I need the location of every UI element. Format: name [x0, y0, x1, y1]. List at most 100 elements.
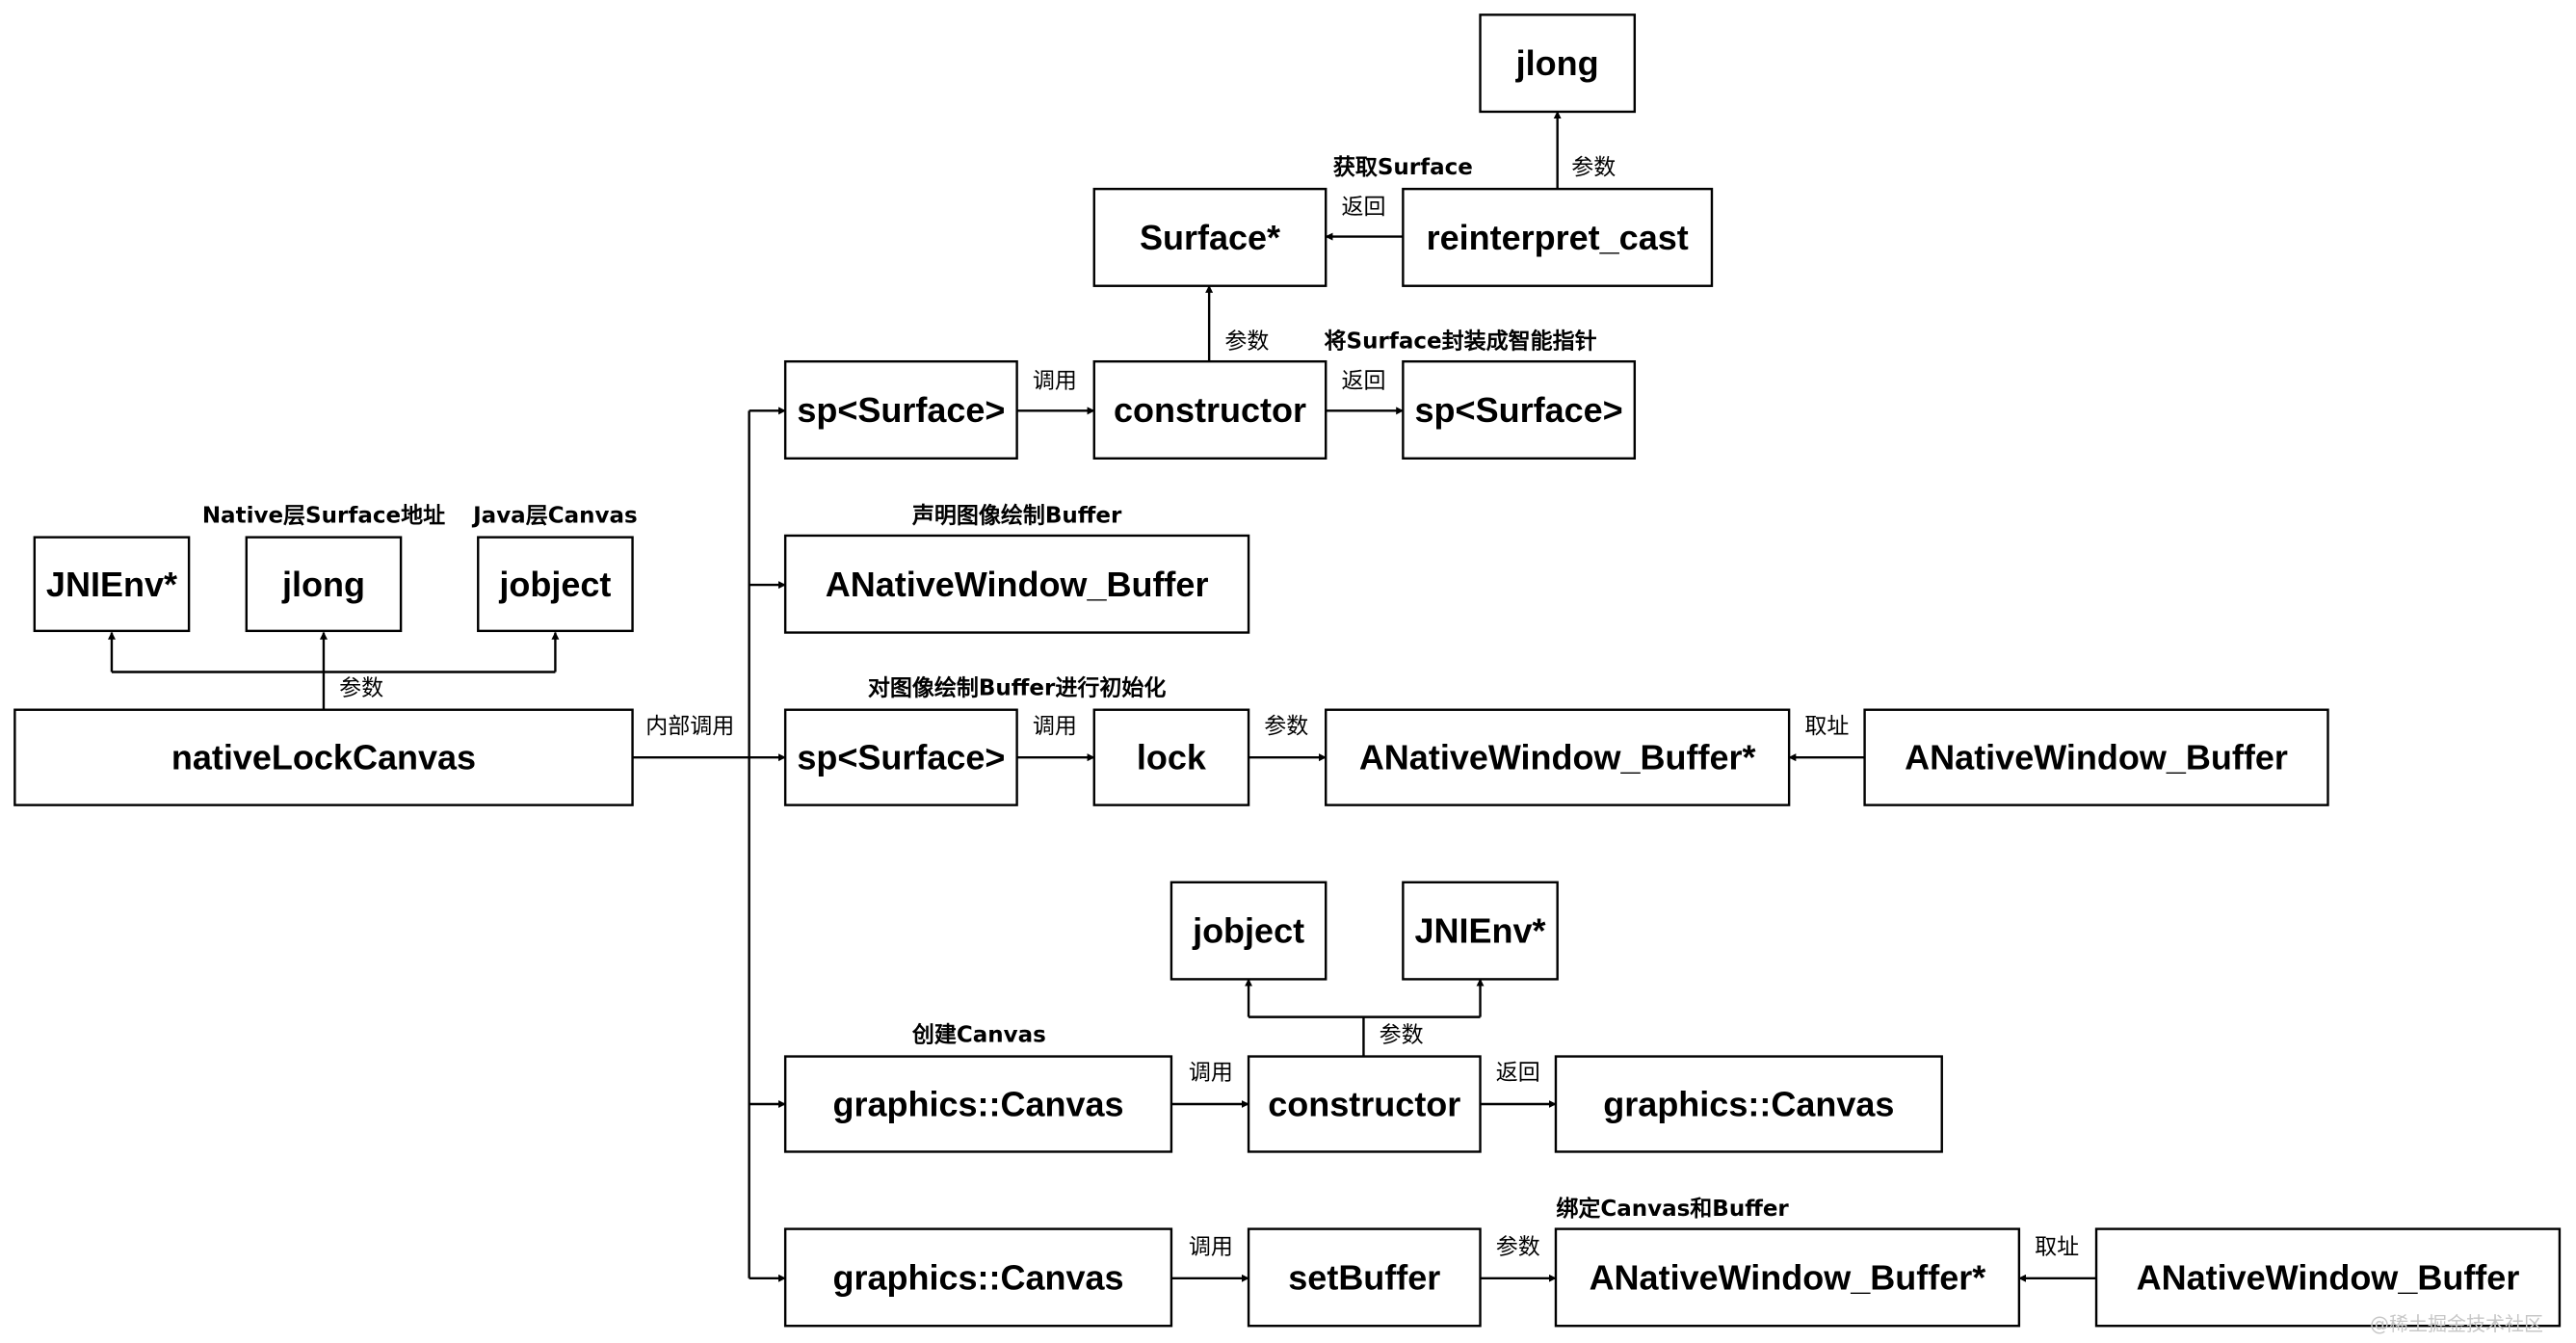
node-label: lock	[1137, 738, 1207, 777]
edge-label-call-set-buffer: 调用	[1189, 1234, 1233, 1259]
node-sp-surface-result: sp<Surface>	[1402, 359, 1637, 460]
node-label: graphics::Canvas	[1603, 1085, 1894, 1124]
node-box	[1479, 13, 1637, 114]
node-native-lock-canvas: nativeLockCanvas	[13, 708, 634, 806]
node-label: nativeLockCanvas	[171, 738, 476, 777]
node-box	[1247, 1055, 1482, 1153]
node-surface-ptr: Surface*	[1092, 187, 1327, 287]
node-label: setBuffer	[1288, 1257, 1440, 1297]
node-box	[1247, 1227, 1482, 1328]
annotation-bind-canvas-buffer: 绑定Canvas和Buffer	[1556, 1196, 1789, 1222]
node-box	[1554, 1227, 2021, 1328]
node-label: sp<Surface>	[797, 390, 1005, 430]
edges	[107, 111, 2097, 1282]
node-label: constructor	[1114, 390, 1306, 430]
edge-label-internal-call: 内部调用	[645, 714, 734, 739]
node-anw-buffer-decl: ANativeWindow_Buffer	[783, 534, 1250, 634]
node-label: ANativeWindow_Buffer*	[1359, 738, 1756, 777]
node-label: graphics::Canvas	[832, 1085, 1123, 1124]
node-lock: lock	[1092, 708, 1250, 806]
edge-label-addr-1: 取址	[1804, 714, 1849, 739]
node-sp-surface-2: sp<Surface>	[783, 708, 1018, 806]
node-box	[1092, 359, 1327, 460]
edge-label-params-cast: 参数	[1571, 155, 1616, 180]
node-box	[13, 708, 634, 806]
node-box	[245, 536, 403, 633]
node-constructor-1: constructor	[1092, 359, 1327, 460]
annotation-init-buffer: 对图像绘制Buffer进行初始化	[868, 675, 1166, 701]
edge-label-return-ctor-1: 返回	[1341, 369, 1385, 394]
node-box	[1863, 708, 2329, 806]
node-box	[1402, 881, 1559, 981]
node-reinterpret-cast: reinterpret_cast	[1402, 187, 1714, 287]
edge-label-params-ctor-2: 参数	[1380, 1022, 1424, 1047]
node-label: JNIEnv*	[1414, 911, 1545, 951]
node-label: JNIEnv*	[46, 565, 177, 604]
node-box	[1325, 708, 1791, 806]
node-box	[1402, 359, 1637, 460]
node-label: sp<Surface>	[1415, 390, 1623, 430]
node-set-buffer: setBuffer	[1247, 1227, 1482, 1328]
annotation-java-canvas: Java层Canvas	[471, 503, 638, 528]
node-graphics-canvas-2: graphics::Canvas	[783, 1227, 1173, 1328]
node-label: graphics::Canvas	[832, 1257, 1123, 1297]
node-label: sp<Surface>	[797, 738, 1005, 777]
edge-label-return-cast: 返回	[1341, 195, 1385, 220]
node-sp-surface-1: sp<Surface>	[783, 359, 1018, 460]
node-jobject-param: jobject	[477, 536, 634, 633]
node-label: jobject	[498, 565, 611, 604]
node-label: reinterpret_cast	[1427, 218, 1689, 257]
node-box	[783, 1227, 1173, 1328]
node-box	[1092, 708, 1250, 806]
node-box	[1554, 1055, 1943, 1153]
node-label: constructor	[1268, 1085, 1460, 1124]
node-anw-buffer-src-1: ANativeWindow_Buffer	[1863, 708, 2329, 806]
edge-label-params-set-buffer: 参数	[1496, 1234, 1540, 1259]
node-label: jlong	[281, 565, 365, 604]
node-box	[783, 534, 1250, 634]
edge-label-params-lock: 参数	[1264, 714, 1308, 739]
node-label: ANativeWindow_Buffer*	[1590, 1257, 1986, 1297]
node-label: ANativeWindow_Buffer	[2137, 1257, 2520, 1297]
node-box	[783, 1055, 1173, 1153]
node-jnienv-ctor: JNIEnv*	[1402, 881, 1559, 981]
edge-label-call-1: 调用	[1033, 369, 1077, 394]
edge-label-params-ctor-1: 参数	[1224, 329, 1269, 355]
annotations: Native层Surface地址 Java层Canvas 获取Surface 将Sur…	[202, 155, 1790, 1222]
edge-label-params-main: 参数	[339, 676, 383, 701]
annotation-get-surface: 获取Surface	[1333, 155, 1473, 180]
node-jnienv-param: JNIEnv*	[33, 536, 191, 633]
annotation-wrap-smart-pointer: 将Surface封装成智能指针	[1325, 329, 1597, 355]
node-box	[783, 359, 1018, 460]
edge-label-call-lock: 调用	[1033, 714, 1077, 739]
node-anw-buffer-ptr-2: ANativeWindow_Buffer*	[1554, 1227, 2021, 1328]
node-label: Surface*	[1140, 218, 1280, 257]
watermark: @稀土掘金技术社区	[2370, 1312, 2543, 1335]
node-box	[783, 708, 1018, 806]
annotation-create-canvas: 创建Canvas	[911, 1022, 1046, 1047]
node-box	[1092, 187, 1327, 287]
node-label: jlong	[1515, 43, 1599, 83]
node-graphics-canvas-1: graphics::Canvas	[783, 1055, 1173, 1153]
edge-label-return-ctor-2: 返回	[1496, 1061, 1540, 1086]
node-constructor-2: constructor	[1247, 1055, 1482, 1153]
node-box	[1170, 881, 1327, 981]
node-box	[2094, 1227, 2562, 1328]
node-box	[477, 536, 634, 633]
node-anw-buffer-ptr-1: ANativeWindow_Buffer*	[1325, 708, 1791, 806]
node-jlong-param: jlong	[245, 536, 403, 633]
node-graphics-canvas-result: graphics::Canvas	[1554, 1055, 1943, 1153]
annotation-declare-buffer: 声明图像绘制Buffer	[912, 502, 1122, 528]
node-jlong-top: jlong	[1479, 13, 1637, 114]
edge-labels: 参数内部调用参数返回调用参数返回调用参数取址参数调用返回调用参数取址	[339, 155, 2079, 1259]
node-label: ANativeWindow_Buffer	[1905, 738, 2288, 777]
edge-label-call-ctor-2: 调用	[1189, 1061, 1233, 1086]
node-box	[1402, 187, 1714, 287]
node-jobject-ctor: jobject	[1170, 881, 1327, 981]
node-box	[33, 536, 191, 633]
node-anw-buffer-src-2: ANativeWindow_Buffer	[2094, 1227, 2562, 1328]
annotation-native-surface-addr: Native层Surface地址	[202, 503, 445, 528]
edge-label-addr-2: 取址	[2035, 1234, 2079, 1259]
